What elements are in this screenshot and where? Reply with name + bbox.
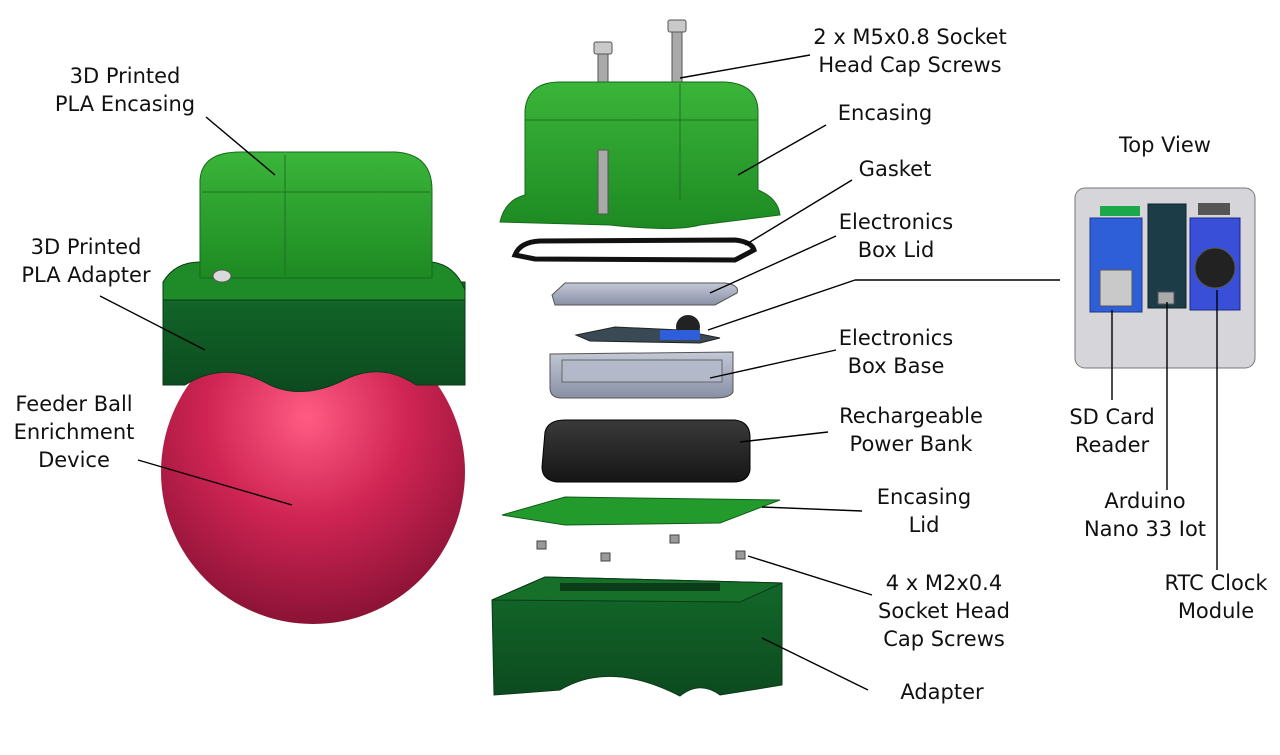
label-line: Encasing [876,485,972,509]
feeder-ball [161,320,465,624]
label-line: 2 x M5x0.8 Socket [813,25,1007,49]
screw-slot [212,269,232,283]
label-rtc: RTC Clock Module [1154,569,1278,625]
m2-screws [536,534,746,562]
label-adapter-pla: 3D Printed PLA Adapter [6,233,166,289]
label-top-view: Top View [1100,131,1230,159]
screw-shaft [597,149,609,215]
label-line: Lid [908,513,940,537]
label-gasket: Gasket [840,155,950,183]
leader-m2 [747,555,873,596]
rtc-pins [1198,203,1230,215]
label-line: PLA Adapter [21,263,151,287]
label-line: 3D Printed [30,235,142,259]
leader-encasing [737,124,827,176]
label-adapter: Adapter [880,678,1004,706]
leader-adapter [761,637,869,691]
label-line: Cap Screws [883,627,1005,651]
label-line: Box Base [847,354,945,378]
adapter-slot [560,583,720,591]
base-cavity [561,359,723,383]
label-line: Power Bank [849,432,973,456]
label-line: Head Cap Screws [818,53,1002,77]
label-line: Box Lid [857,238,935,262]
leader-adapter-pla [99,295,206,351]
label-line: Electronics [838,210,954,234]
label-screws-m5: 2 x M5x0.8 Socket Head Cap Screws [800,23,1020,79]
encasing-lid [501,496,781,526]
label-line: Reader [1074,433,1150,457]
label-feeder: Feeder Ball Enrichment Device [4,390,144,474]
leader-feeder [137,459,293,506]
label-line: Electronics [838,326,954,350]
label-line: SD Card [1069,405,1155,429]
label-line: Adapter [900,680,984,704]
label-line: Rechargeable [839,404,983,428]
label-sd: SD Card Reader [1050,403,1174,459]
leader-enc-lid [761,506,863,512]
label-line: Device [38,448,110,472]
label-line: 3D Printed [69,64,181,88]
label-encasing-pla: 3D Printed PLA Encasing [50,62,200,118]
leader-m5 [679,54,811,79]
label-enc-lid: Encasing Lid [862,483,986,539]
leader-gasket [744,179,853,246]
label-line: Feeder Ball [15,392,133,416]
coin-cell [1194,247,1236,289]
label-line: Encasing [837,101,933,125]
label-line: 4 x M2x0.4 [885,571,1003,595]
gasket [511,237,757,263]
label-base: Electronics Box Base [826,324,966,380]
label-encasing: Encasing [820,99,950,127]
assembled-adapter [162,281,466,393]
exploded-view [491,19,783,697]
assembled-device [161,151,466,624]
leader-base [709,349,837,379]
exploded-encasing [499,81,781,229]
leader-topview-b [707,279,856,331]
top-view [1074,187,1256,369]
label-lid: Electronics Box Lid [826,208,966,264]
electronics-board [574,315,721,344]
label-line: PLA Encasing [54,92,196,116]
assembled-encasing [199,151,433,279]
label-line: RTC Clock [1164,571,1268,595]
label-line: Gasket [858,157,932,181]
leader-encasing-pla [205,116,276,176]
sd-slot [1099,269,1133,307]
arduino-nano [1147,203,1187,309]
leader-power [739,431,829,443]
label-arduino: Arduino Nano 33 Iot [1070,487,1220,543]
label-line: Enrichment [13,420,135,444]
sd-pins [1100,206,1140,216]
leader-lines [99,54,1218,691]
leader-lid [709,235,837,294]
label-line: Arduino [1104,489,1186,513]
label-line: Socket Head [878,599,1010,623]
usb-port [1157,291,1175,305]
exploded-adapter [491,576,783,697]
label-line: Module [1177,599,1255,623]
electronics-box-lid [551,282,738,306]
label-line: Top View [1119,133,1211,157]
label-power: Rechargeable Power Bank [826,402,996,458]
label-screws-m2: 4 x M2x0.4 Socket Head Cap Screws [866,569,1022,653]
label-line: Nano 33 Iot [1083,517,1207,541]
power-bank [541,419,751,483]
